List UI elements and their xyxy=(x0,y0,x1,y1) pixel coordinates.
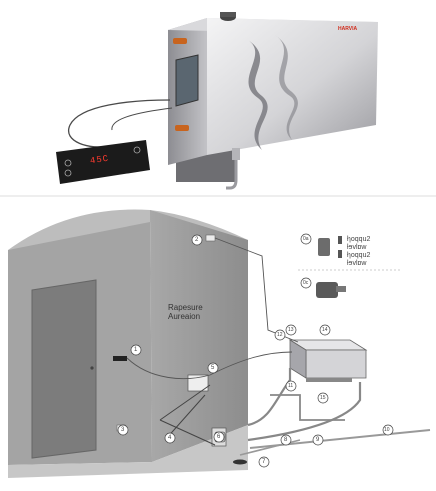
power-button-icon xyxy=(64,159,72,167)
callout-circle-2 xyxy=(191,234,203,246)
legend-option-a-label: ƚɿoqqu2 ƚɘvlɒw xyxy=(347,236,371,251)
callout-12: 12 xyxy=(277,332,283,338)
sauna-right-wall xyxy=(150,210,248,462)
room-label: Rapesure Aureaion xyxy=(168,303,203,321)
door-handle xyxy=(90,366,94,370)
steam-generator-photo xyxy=(56,12,378,190)
legend-option-b-label: ƚɿoqqu2 ƚɘvlɒw xyxy=(347,252,371,267)
callout-11: 11 xyxy=(288,383,294,389)
side-window xyxy=(175,54,199,107)
drain-pipe xyxy=(226,155,238,190)
callout-circle-7 xyxy=(258,456,270,468)
control-panel xyxy=(56,140,150,184)
callout-7: 7 xyxy=(262,459,266,465)
generator-front-panel xyxy=(207,18,378,155)
callout-circle-8 xyxy=(280,434,292,446)
panel-cable xyxy=(126,351,293,380)
swirl-decoration-2 xyxy=(275,35,298,140)
swirl-decoration xyxy=(248,40,268,150)
callout-circle-3 xyxy=(117,424,129,436)
callout-9: 9 xyxy=(316,437,320,443)
water-pipe xyxy=(247,382,362,442)
callout-circle-10 xyxy=(382,424,394,436)
steam-pipe xyxy=(247,368,292,427)
callout-8: 8 xyxy=(284,437,288,443)
sauna-ceiling xyxy=(8,209,248,252)
callout-circle-5 xyxy=(207,362,219,374)
wiring-cables xyxy=(159,384,216,446)
callout-2: 2 xyxy=(195,237,199,243)
copper-fitting-bottom xyxy=(175,125,189,131)
junction-box xyxy=(187,374,209,392)
callout-0a: 0a xyxy=(303,236,309,242)
copper-fitting-top xyxy=(173,38,187,44)
callout-10: 10 xyxy=(384,427,390,433)
sauna-floor xyxy=(8,425,248,478)
callout-circle-13 xyxy=(285,324,297,336)
switch-icon-2 xyxy=(338,250,342,258)
callout-1: 1 xyxy=(134,347,138,353)
callout-circle-11 xyxy=(285,380,297,392)
callout-circle-0c xyxy=(300,277,312,289)
light-button-icon xyxy=(64,169,72,177)
callout-circle-4 xyxy=(164,432,176,444)
solenoid-valve-c-icon xyxy=(316,282,338,298)
callout-circle-6 xyxy=(213,431,225,443)
callout-circle-12 xyxy=(274,329,286,341)
callout-5: 5 xyxy=(211,365,215,371)
callout-3: 3 xyxy=(121,427,125,433)
callout-circle-9 xyxy=(312,434,324,446)
installation-diagram xyxy=(8,209,431,478)
steam-generator-small xyxy=(305,349,367,379)
callout-0c: 0c xyxy=(303,280,309,286)
control-cable xyxy=(67,99,171,148)
sauna-door xyxy=(31,279,97,459)
callout-13: 13 xyxy=(288,327,294,333)
up-button-icon xyxy=(133,146,141,154)
callout-circle-1 xyxy=(130,344,142,356)
drain-pipe-line xyxy=(270,394,345,421)
callout-14: 14 xyxy=(322,327,328,333)
callout-circle-0a xyxy=(300,233,312,245)
floor-drain xyxy=(233,459,247,465)
callout-15: 15 xyxy=(320,395,326,401)
temperature-sensor xyxy=(205,234,216,242)
switch-icon-1 xyxy=(338,236,342,244)
wall-control-panel xyxy=(113,356,127,361)
solenoid-valve-a-icon xyxy=(318,238,330,256)
brand-logo: HARVIA xyxy=(338,26,358,32)
callout-6: 6 xyxy=(217,434,221,440)
callout-circle-14 xyxy=(319,324,331,336)
callout-circle-15 xyxy=(317,392,329,404)
callout-4: 4 xyxy=(168,435,172,441)
